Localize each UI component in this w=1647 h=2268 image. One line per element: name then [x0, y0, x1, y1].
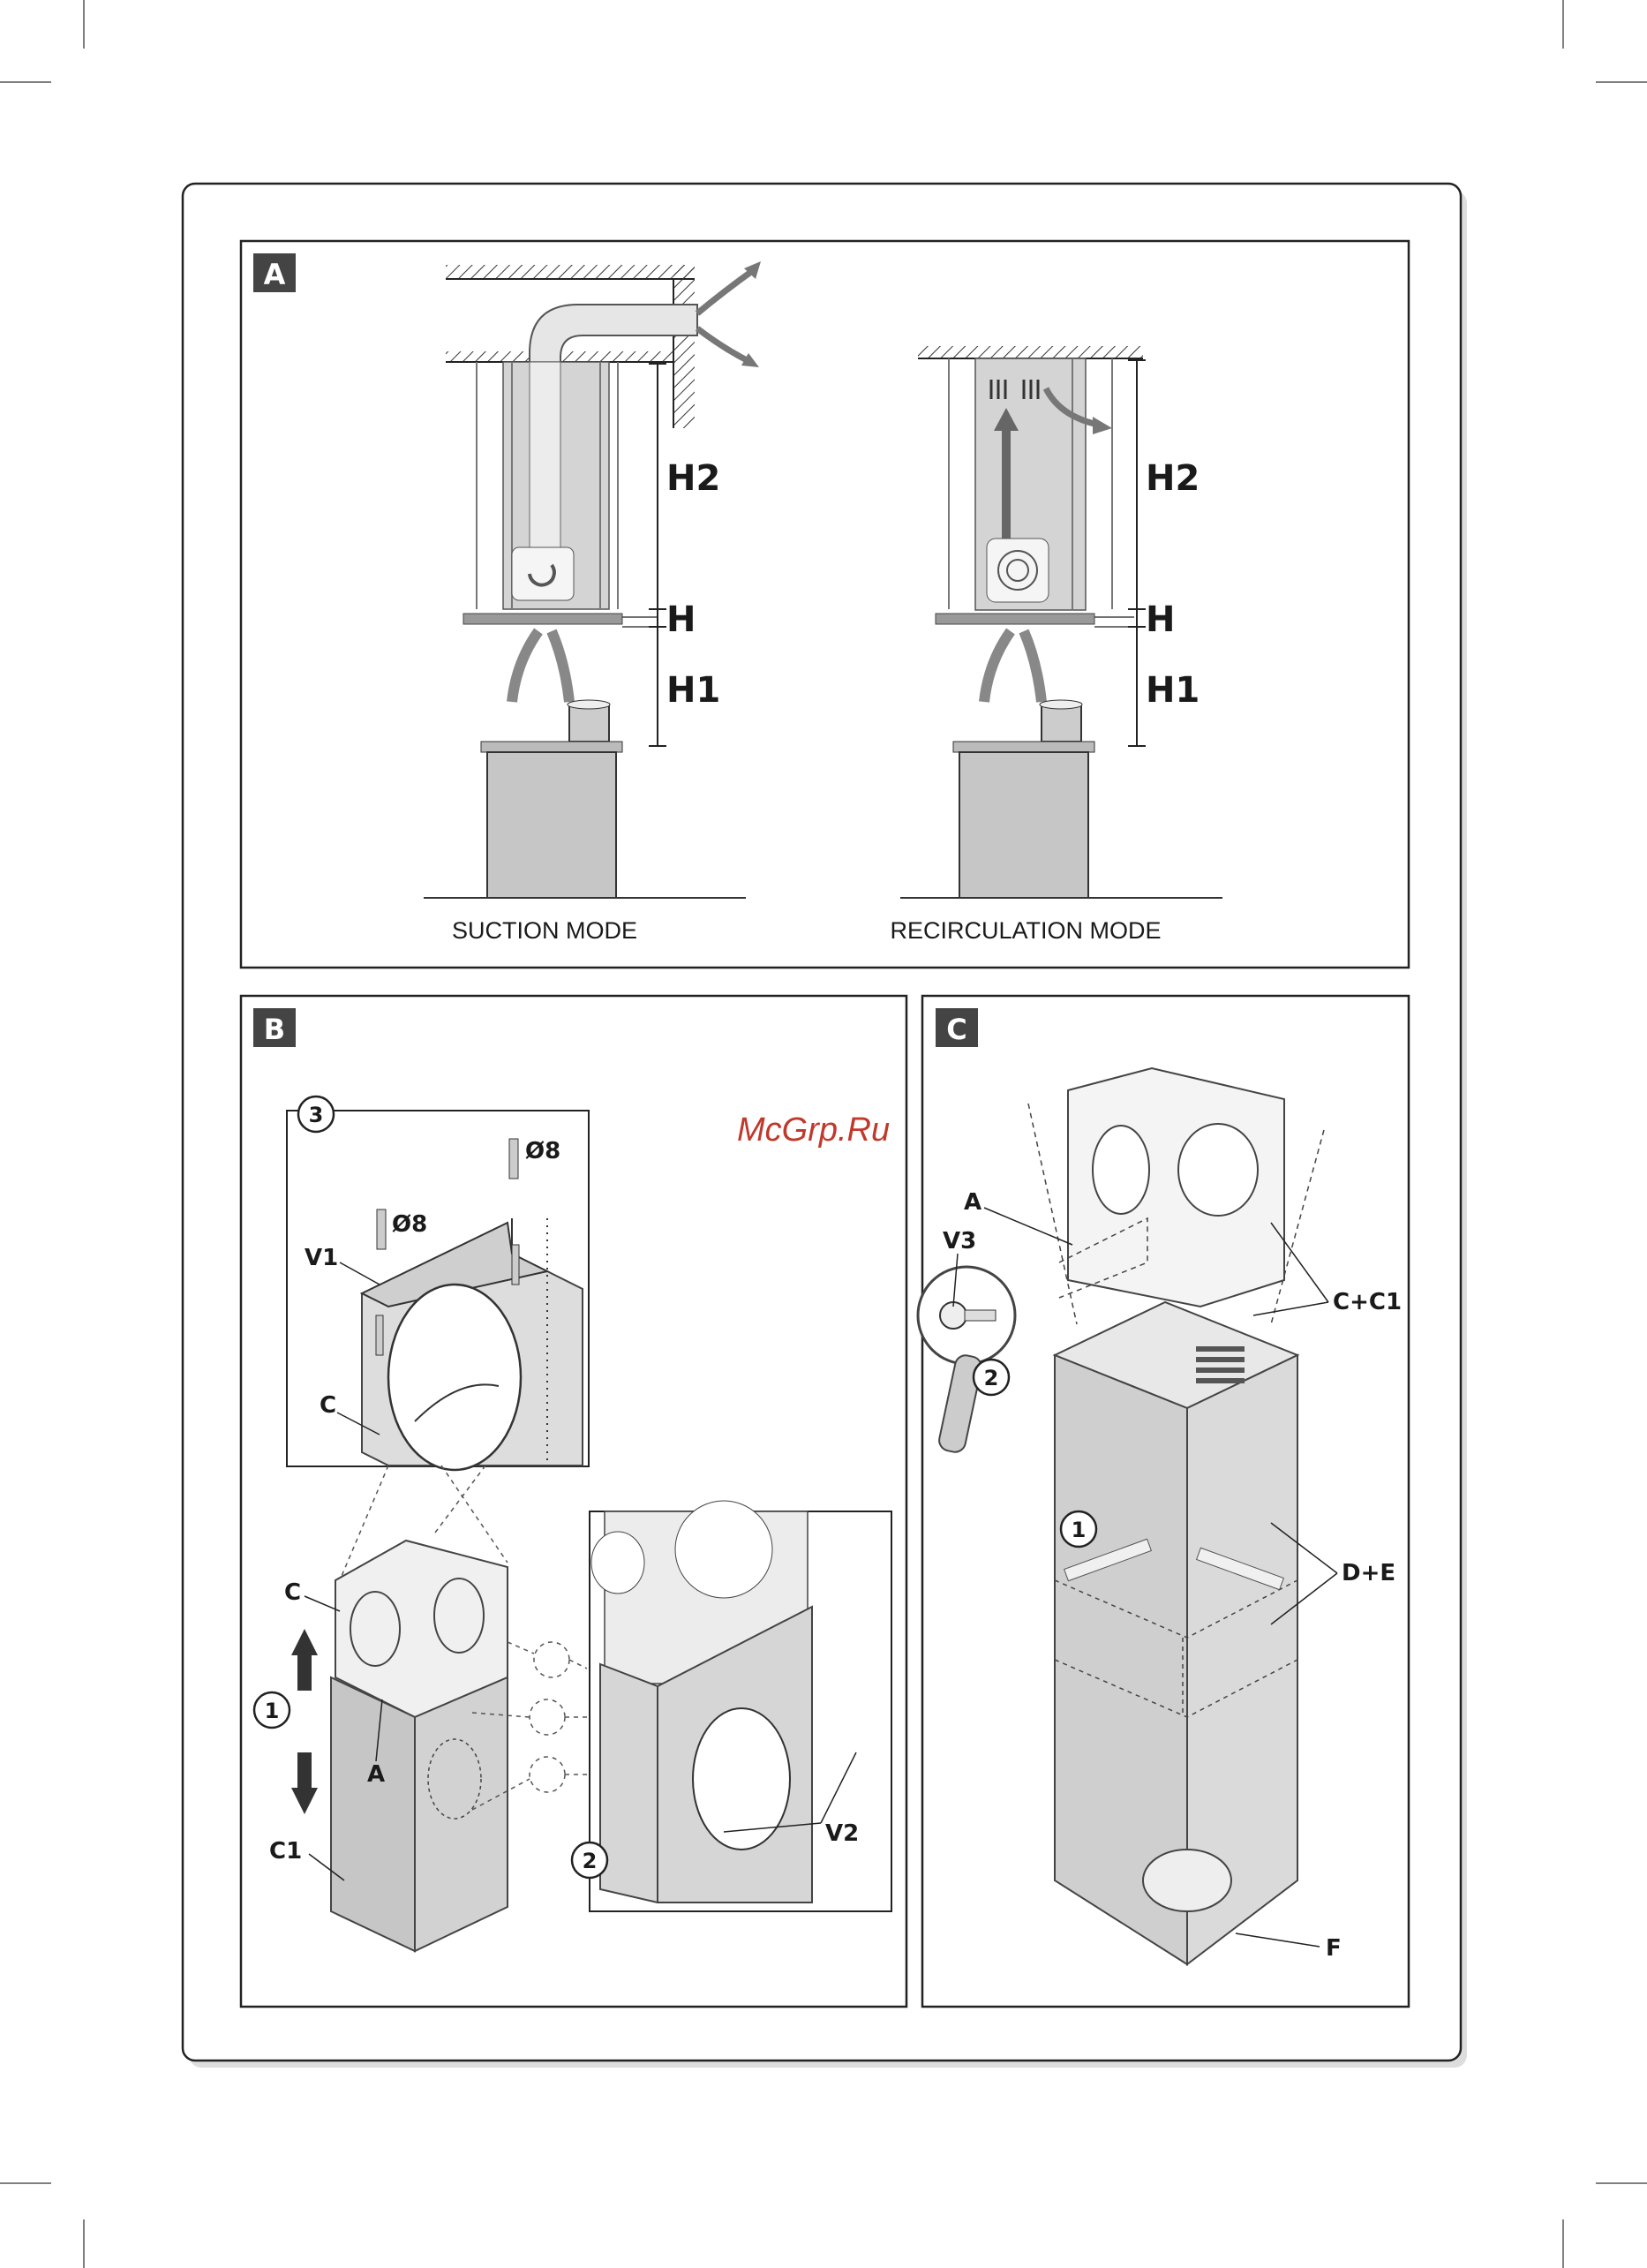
panel-a: A [241, 241, 1409, 968]
step-1-text-b: 1 [265, 1699, 280, 1723]
suction-h2-label: H2 [666, 458, 720, 499]
suction-h-label: H [666, 599, 696, 640]
step-1-text-c: 1 [1072, 1518, 1087, 1542]
step-2-text-c: 2 [984, 1366, 999, 1390]
c1-label: C1 [269, 1838, 302, 1865]
recirc-h2-label: H2 [1146, 458, 1200, 499]
v3-label: V3 [943, 1228, 976, 1255]
panel-b-badge-text: B [264, 1013, 285, 1046]
recirc-h-label: H [1146, 599, 1175, 640]
suction-h1-label: H1 [666, 670, 720, 711]
step-3-text: 3 [309, 1103, 324, 1127]
v2-label: V2 [825, 1820, 859, 1847]
diameter-label-1: Ø8 [525, 1138, 560, 1164]
a-label-b: A [367, 1761, 385, 1788]
recirculation-mode-caption: RECIRCULATION MODE [890, 917, 1161, 944]
diameter-label-2: Ø8 [392, 1211, 427, 1238]
c-label-main: C [284, 1579, 301, 1606]
step-2-text-b: 2 [583, 1849, 598, 1873]
watermark: McGrp.Ru [737, 1111, 890, 1149]
recirc-h1-label: H1 [1146, 670, 1200, 711]
cc1-label: C+C1 [1333, 1289, 1402, 1315]
v1-label: V1 [305, 1245, 338, 1271]
suction-mode-caption: SUCTION MODE [452, 917, 637, 944]
de-label: D+E [1342, 1560, 1395, 1586]
panel-a-badge-text: A [264, 258, 286, 291]
c-label-detail: C [320, 1392, 336, 1419]
panel-c-badge-text: C [946, 1013, 966, 1046]
f-label: F [1326, 1935, 1342, 1962]
panel-c: C 2 1 A [918, 996, 1409, 2007]
a-label-c: A [964, 1189, 981, 1216]
